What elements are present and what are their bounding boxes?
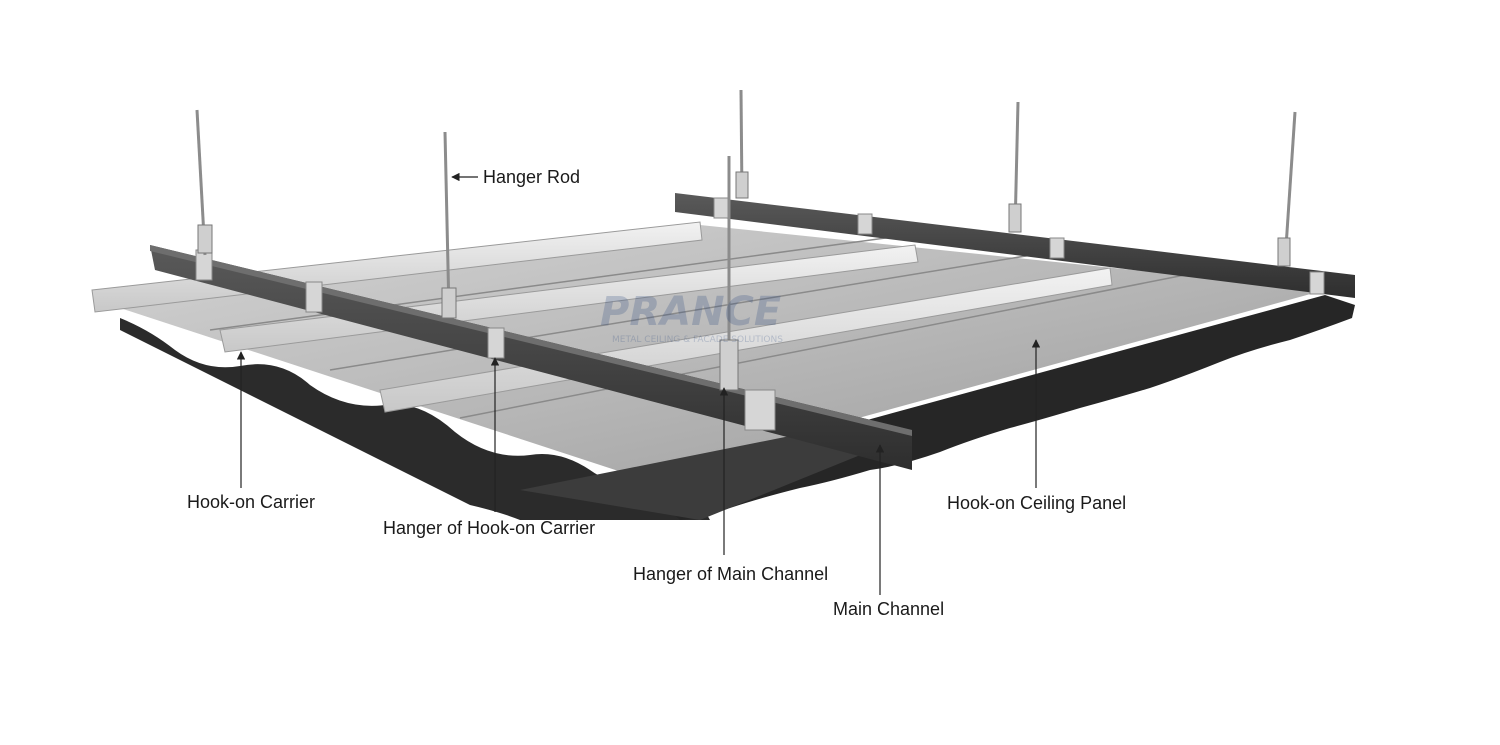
watermark-brand: PRANCE <box>600 289 781 335</box>
hanger-rod <box>1283 111 1297 263</box>
main-channel-back <box>675 193 1355 298</box>
label-hanger-rod: Hanger Rod <box>483 167 581 187</box>
label-hook-on-carrier: Hook-on Carrier <box>187 492 316 512</box>
leader-lines <box>236 172 1041 595</box>
main-channel-front <box>150 245 912 470</box>
panel-front-edge <box>120 308 710 520</box>
hanger-rod <box>443 131 451 313</box>
hangers <box>197 171 1291 391</box>
label-hanger-of-main-channel: Hanger of Main Channel <box>633 564 829 584</box>
watermark-tagline: METAL CEILING & FACADE SOLUTIONS <box>612 335 783 345</box>
label-hook-on-ceiling-panel: Hook-on Ceiling Panel <box>947 493 1127 513</box>
prance-watermark: PRANCE METAL CEILING & FACADE SOLUTIONS <box>600 289 783 345</box>
label-main-channel: Main Channel <box>833 599 945 619</box>
label-hanger-of-hook-on-carrier: Hanger of Hook-on Carrier <box>383 518 596 538</box>
